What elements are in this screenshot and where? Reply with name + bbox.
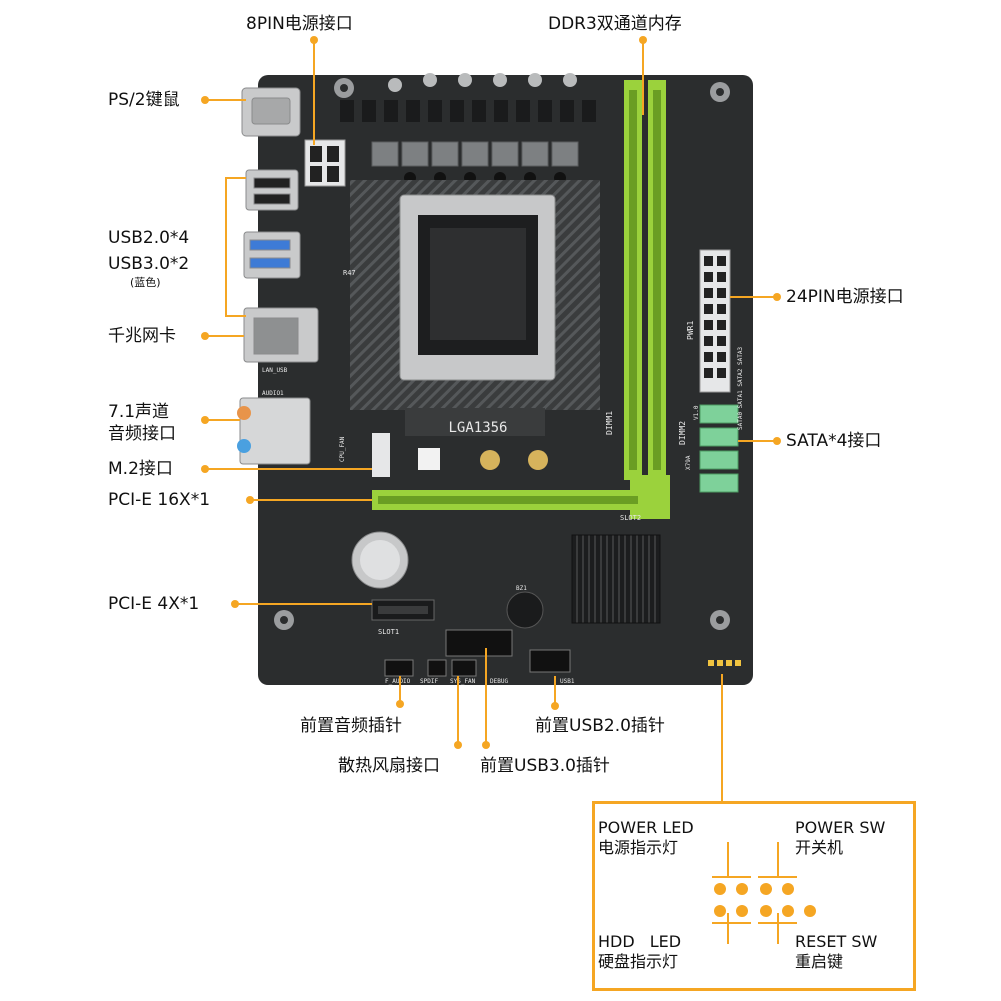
svg-text:F_AUDIO: F_AUDIO	[385, 678, 411, 685]
rear-io	[239, 87, 319, 465]
label-hdd-led-cn: 硬盘指示灯	[598, 952, 679, 971]
svg-text:X79A: X79A	[685, 455, 692, 470]
chipset-heatsink	[571, 534, 661, 624]
audio-jack-orange	[237, 406, 251, 420]
front-panel-box	[592, 801, 916, 991]
label-8pin-power: 8PIN电源接口	[246, 14, 353, 34]
buzzer	[506, 591, 544, 629]
svg-text:PWR1: PWR1	[686, 321, 695, 340]
svg-text:LAN_USB: LAN_USB	[262, 367, 288, 374]
label-usb30-note: (蓝色)	[130, 276, 161, 289]
label-sata: SATA*4接口	[786, 431, 882, 451]
svg-text:AUDIO1: AUDIO1	[262, 390, 284, 397]
mount-holes	[274, 78, 730, 630]
label-front-usb20: 前置USB2.0插针	[535, 716, 665, 736]
label-hdd-led-en: HDD LED	[598, 932, 682, 951]
label-power-led-cn: 电源指示灯	[598, 838, 679, 857]
label-24pin-power: 24PIN电源接口	[786, 287, 904, 307]
label-front-audio: 前置音频插针	[300, 716, 402, 736]
svg-text:V1.0: V1.0	[693, 405, 700, 420]
usb3-port-stack	[243, 231, 301, 279]
m2-slot	[372, 433, 390, 477]
bottom-headers	[384, 629, 571, 677]
label-m2: M.2接口	[108, 459, 173, 479]
socket-label: LGA1356	[448, 420, 507, 436]
label-reset-sw-cn: 重启键	[795, 952, 844, 971]
m2-standoff	[480, 450, 500, 470]
svg-text:SLOT1: SLOT1	[378, 628, 399, 636]
callout-lines	[205, 40, 779, 944]
ram-slot-dimm1	[624, 80, 642, 480]
label-fan: 散热风扇接口	[338, 756, 440, 776]
audio-jack-blue	[237, 439, 251, 453]
svg-text:USB1: USB1	[560, 678, 575, 685]
svg-text:SYS_FAN: SYS_FAN	[450, 678, 476, 685]
label-power-sw-cn: 开关机	[795, 838, 844, 857]
label-ddr3: DDR3双通道内存	[548, 14, 682, 34]
pcie16-slot	[372, 490, 644, 510]
label-lan: 千兆网卡	[108, 326, 176, 346]
svg-text:SPDIF: SPDIF	[420, 678, 438, 685]
label-front-usb30: 前置USB3.0插针	[480, 756, 610, 776]
svg-text:BZ1: BZ1	[516, 585, 527, 592]
vrm-chokes	[371, 141, 579, 167]
label-ps2: PS/2键鼠	[108, 90, 180, 110]
svg-text:SATA0 SATA1 SATA2 SATA3: SATA0 SATA1 SATA2 SATA3	[737, 347, 744, 430]
audio-port	[239, 397, 311, 465]
label-reset-sw-en: RESET SW	[795, 932, 878, 951]
label-usb20: USB2.0*4	[108, 228, 190, 248]
front-panel-pins	[714, 883, 816, 917]
mos-row	[340, 100, 596, 122]
label-power-led-en: POWER LED	[598, 818, 694, 837]
callout-dots	[201, 36, 781, 749]
svg-text:DIMM1: DIMM1	[605, 411, 614, 435]
front-panel-header	[708, 660, 741, 666]
ram-slot-dimm2	[648, 80, 666, 480]
svg-text:R47: R47	[343, 269, 356, 277]
label-pcie16: PCI-E 16X*1	[108, 490, 211, 510]
sata-ports	[699, 404, 739, 493]
svg-text:SLOT2: SLOT2	[620, 514, 641, 522]
m2-standoff	[528, 450, 548, 470]
silkscreen: LGA1356 DIMM1 DIMM2 PWR1 SATA0 SATA1 SAT…	[262, 269, 744, 685]
label-pcie4: PCI-E 4X*1	[108, 594, 200, 614]
svg-text:DIMM2: DIMM2	[678, 421, 687, 445]
label-usb30: USB3.0*2	[108, 254, 190, 274]
svg-text:DEBUG: DEBUG	[490, 678, 508, 685]
label-audio-line2: 音频接口	[108, 424, 176, 444]
svg-text:CPU_FAN: CPU_FAN	[339, 436, 346, 462]
label-power-sw-en: POWER SW	[795, 818, 886, 837]
label-audio-line1: 7.1声道	[108, 402, 170, 422]
